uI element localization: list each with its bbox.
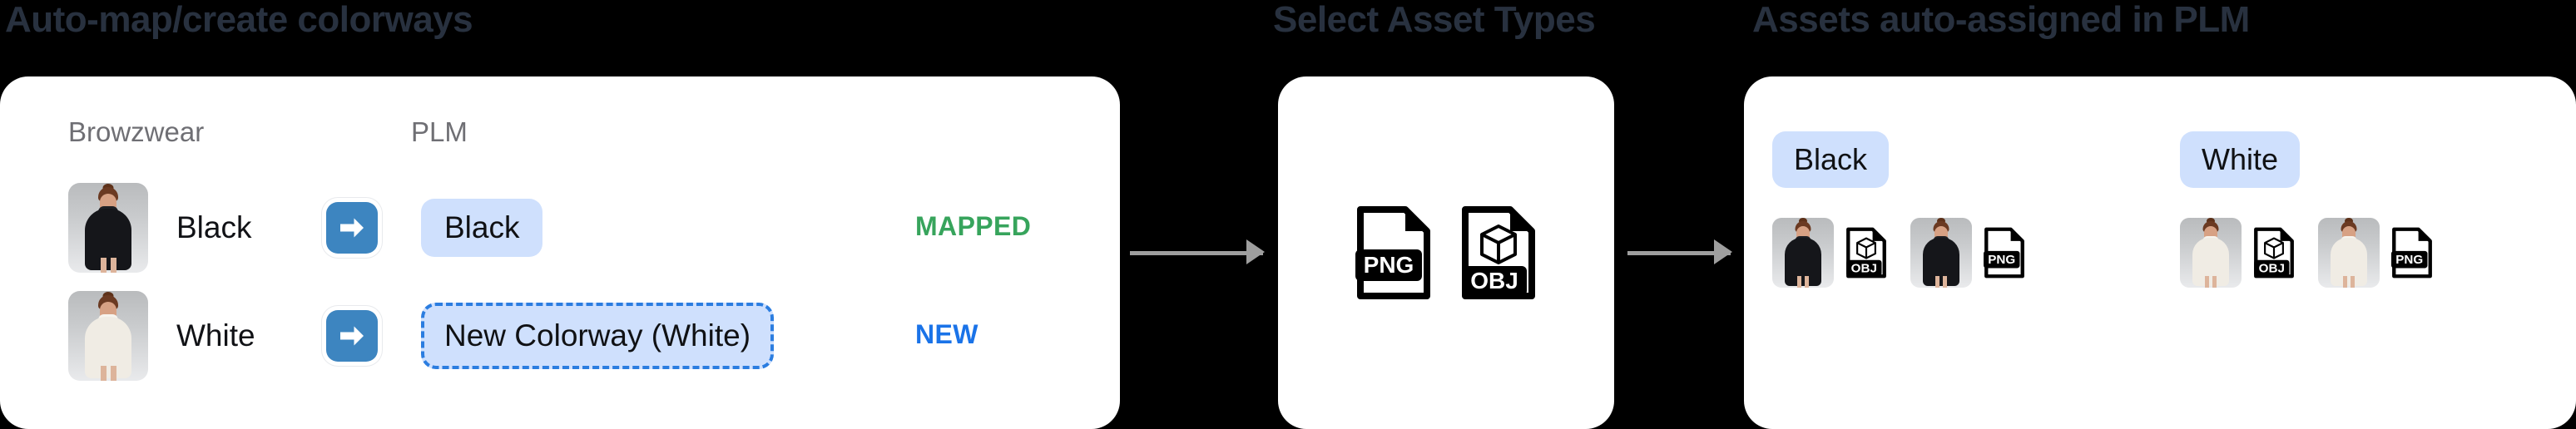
- svg-text:PNG: PNG: [2395, 253, 2423, 267]
- svg-text:PNG: PNG: [1364, 252, 1414, 278]
- right-arrow-icon: [326, 202, 378, 254]
- source-colorway-label: Black: [176, 210, 252, 244]
- mapping-row[interactable]: Black Black: [0, 183, 543, 273]
- source-colorway-label: White: [176, 318, 255, 353]
- black-dress-avatar: [1772, 218, 1834, 288]
- svg-text:OBJ: OBJ: [1470, 268, 1518, 293]
- target-colorway-chip[interactable]: Black: [421, 199, 543, 257]
- obj-file-icon: OBJ: [1845, 227, 1887, 279]
- asset-types-card: PNG OBJ: [1278, 76, 1614, 429]
- plm-colorway-group: White: [2180, 131, 2433, 288]
- obj-file-icon[interactable]: OBJ: [1460, 206, 1537, 299]
- mapping-row[interactable]: White New Colorway (White): [0, 291, 775, 381]
- svg-text:PNG: PNG: [1988, 253, 2015, 267]
- panel-title-assets-auto-assigned: Assets auto-assigned in PLM: [1752, 0, 2250, 40]
- group-chip-white[interactable]: White: [2180, 131, 2301, 188]
- column-header-browzwear: Browzwear: [68, 116, 205, 147]
- asset-type-list: PNG OBJ: [1278, 76, 1614, 429]
- obj-file-icon: OBJ: [2253, 227, 2295, 279]
- group-chip-black[interactable]: Black: [1772, 131, 1890, 188]
- right-arrow-icon: [326, 310, 378, 362]
- asset-item[interactable]: PNG: [2318, 218, 2433, 288]
- asset-item[interactable]: OBJ: [1772, 218, 1887, 288]
- black-dress-avatar: [68, 183, 148, 273]
- black-dress-avatar: [1910, 218, 1972, 288]
- status-badge-new: NEW: [915, 319, 978, 349]
- png-file-icon[interactable]: PNG: [1355, 206, 1432, 299]
- column-header-plm: PLM: [411, 116, 468, 147]
- panel-title-auto-map: Auto-map/create colorways: [5, 0, 473, 40]
- svg-text:OBJ: OBJ: [2259, 261, 2285, 275]
- white-dress-avatar: [68, 291, 148, 381]
- auto-map-card: Browzwear PLM Black Black: [0, 76, 1120, 429]
- asset-item[interactable]: OBJ: [2180, 218, 2295, 288]
- new-colorway-chip[interactable]: New Colorway (White): [421, 303, 775, 369]
- white-dress-avatar: [2180, 218, 2242, 288]
- connector-assets-to-plm: [1627, 239, 1732, 264]
- asset-list: OBJ PNG: [1772, 218, 2025, 288]
- png-file-icon: PNG: [1984, 227, 2025, 279]
- white-dress-avatar: [2318, 218, 2380, 288]
- status-badge-mapped: MAPPED: [915, 211, 1032, 241]
- connector-map-to-assets: [1130, 239, 1265, 264]
- asset-list: OBJ PNG: [2180, 218, 2433, 288]
- panel-title-select-asset-types: Select Asset Types: [1273, 0, 1596, 40]
- asset-item[interactable]: PNG: [1910, 218, 2025, 288]
- plm-colorway-group: Black: [1772, 131, 2025, 288]
- plm-assets-card: Black: [1744, 76, 2576, 429]
- svg-text:OBJ: OBJ: [1851, 261, 1877, 275]
- png-file-icon: PNG: [2391, 227, 2433, 279]
